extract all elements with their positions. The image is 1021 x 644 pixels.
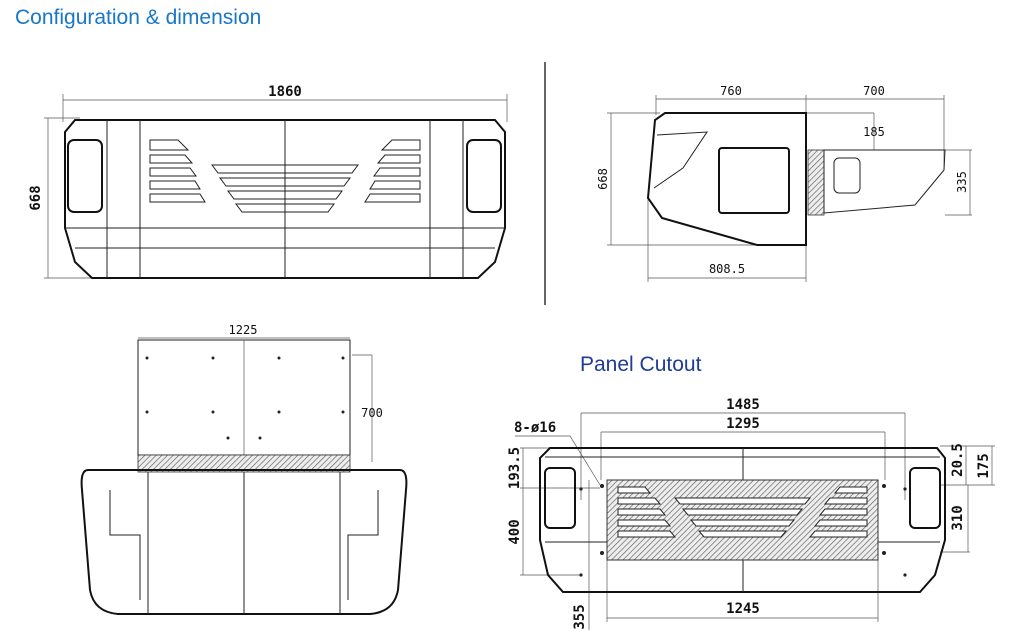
dim-panel-outer-width: 1485 xyxy=(726,397,760,413)
dim-panel-right-height: 310 xyxy=(950,505,966,530)
label-mounting-holes: 8-ø16 xyxy=(514,420,556,436)
dim-side-depth: 760 xyxy=(720,84,742,98)
dim-side-base-depth: 808.5 xyxy=(709,262,745,276)
dim-panel-right-offset: 175 xyxy=(976,453,992,478)
dim-top-width: 1225 xyxy=(229,323,258,337)
dim-panel-bottom-offset: 355 xyxy=(572,604,588,629)
dim-panel-inner-width: 1295 xyxy=(726,416,760,432)
top-view: 1225 700 xyxy=(80,323,408,615)
dim-panel-top-offset: 193.5 xyxy=(507,447,523,489)
dim-panel-right-top: 20.5 xyxy=(950,443,966,477)
panel-cutout-view: 1485 1295 8-ø16 193.5 400 355 1245 20.5 … xyxy=(507,397,995,630)
front-view: 1860 668 xyxy=(28,84,508,279)
section-title-configuration: Configuration & dimension xyxy=(15,6,262,29)
dim-panel-height: 400 xyxy=(507,519,523,544)
dim-side-height: 668 xyxy=(596,168,610,190)
side-view: 760 700 185 668 808.5 335 xyxy=(596,84,972,282)
dim-front-height: 668 xyxy=(28,185,44,210)
dim-side-extension: 700 xyxy=(863,84,885,98)
dim-top-depth: 700 xyxy=(361,406,383,420)
dim-side-ext-height: 335 xyxy=(955,171,969,193)
dim-panel-cutout-width: 1245 xyxy=(726,601,760,617)
section-title-panel-cutout: Panel Cutout xyxy=(580,353,702,376)
dim-front-width: 1860 xyxy=(268,84,302,100)
dim-side-offset: 185 xyxy=(863,125,885,139)
